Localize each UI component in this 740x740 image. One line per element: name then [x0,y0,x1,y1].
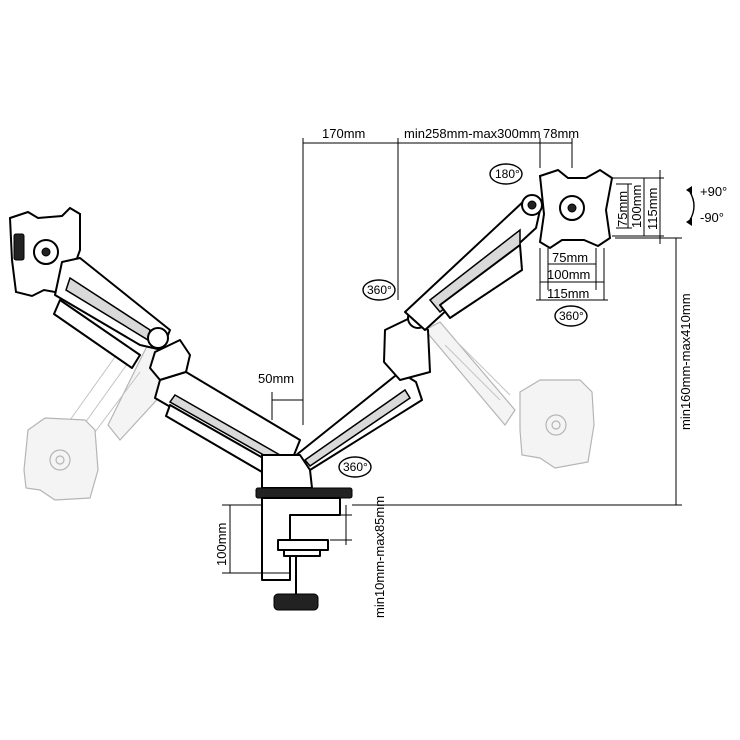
height-label: min160mm-max410mm [678,293,693,430]
left-arm [8,206,301,473]
tilt-down-label: -90° [700,210,724,225]
right-arm [289,194,543,471]
dim-reach-label: min258mm-max300mm [404,126,541,141]
plate-h75-label: 75mm [552,250,588,265]
rot-360-base-label: 360° [343,460,368,474]
plate-h100-label: 100mm [547,267,590,282]
ghost-right-monitor-position [424,321,595,469]
rot-360-plate-label: 360° [559,309,584,323]
dim-50-label: 50mm [258,371,294,386]
clamp-height-label: 100mm [214,523,229,566]
plate-h115-label: 115mm [547,286,589,301]
dimension-lines [222,138,695,574]
rotation-badges [338,163,588,478]
rot-180-label: 180° [495,167,520,181]
plate-v75-label: 75mm [615,191,630,227]
plate-v115-label: 115mm [645,188,660,230]
pole-and-clamp [255,454,353,611]
ghost-left-monitor-position [23,328,176,501]
right-vesa-plate [538,168,614,250]
dim-170-label: 170mm [322,126,365,141]
plate-v100-label: 100mm [629,185,644,228]
desk-thickness-label: min10mm-max85mm [372,496,387,618]
dim-78-label: 78mm [543,126,579,141]
tilt-up-label: +90° [700,184,727,199]
rot-360-arm-label: 360° [367,283,392,297]
